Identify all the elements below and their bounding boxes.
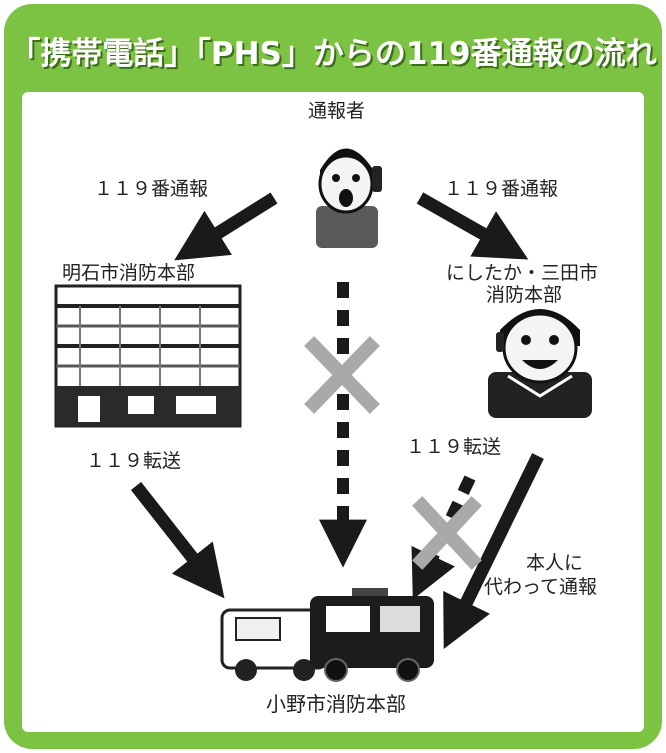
blocked-cross-icon [412, 496, 482, 570]
proxy-label-line1: 本人に [526, 552, 584, 574]
nishitaka-label-line1: にしたか・三田市 [446, 262, 599, 284]
arrow-call-to-nishitaka [416, 192, 529, 260]
caller-label: 通報者 [308, 100, 366, 122]
akashi-building-icon [54, 284, 242, 428]
nishitaka-label-line2: 消防本部 [486, 284, 563, 306]
diagram-title: 「携帯電話」「PHS」からの119番通報の流れ [9, 36, 657, 72]
call-left-label: １１９番通報 [94, 178, 209, 200]
caller-person-icon [316, 148, 382, 248]
akashi-label: 明石市消防本部 [62, 262, 196, 284]
arrow-akashi-transfer [130, 481, 225, 599]
proxy-label-line2: 代わって通報 [484, 576, 598, 598]
arrow-call-to-akashi [174, 192, 278, 261]
arrow-proxy-report [443, 453, 544, 650]
operator-person-icon [488, 309, 592, 418]
fire-truck-icon [220, 588, 434, 682]
ono-label: 小野市消防本部 [266, 692, 406, 716]
blocked-cross-icon [304, 336, 380, 414]
transfer-right-label: １１９転送 [406, 436, 502, 458]
call-right-label: １１９番通報 [444, 178, 559, 200]
transfer-left-label: １１９転送 [86, 450, 182, 472]
